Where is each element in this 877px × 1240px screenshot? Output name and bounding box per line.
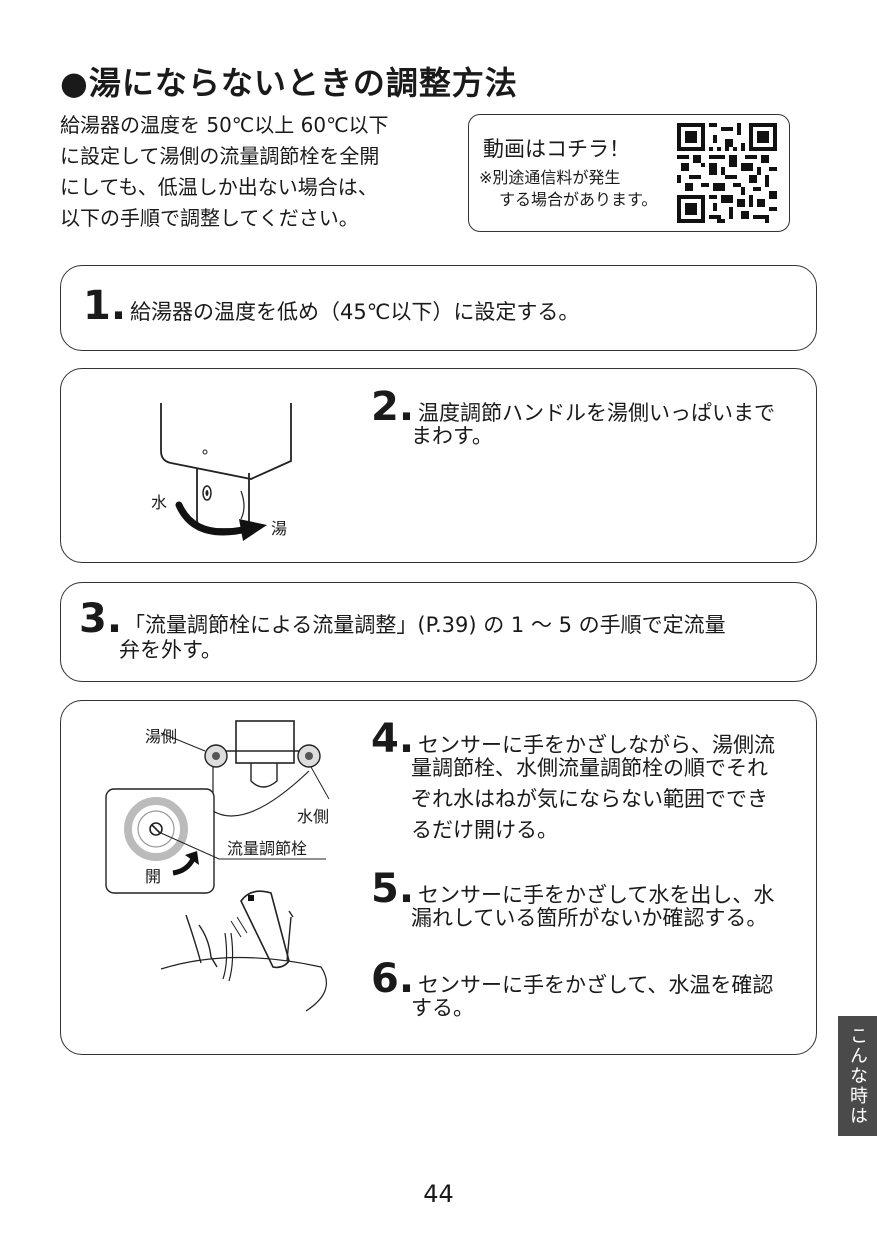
label-hot: 湯 <box>271 519 288 538</box>
intro-text: 給湯器の温度を 50℃以上 60℃以下 に設定して湯側の流量調節栓を全開 にして… <box>60 110 460 234</box>
step-text: 温度調節ハンドルを湯側いっぱいまで <box>418 401 776 425</box>
label-flow-valve: 流量調節栓 <box>227 839 308 858</box>
intro-line: に設定して湯側の流量調節栓を全開 <box>60 144 380 168</box>
step-text: ぞれ水はねが気にならない範囲ででき <box>411 787 768 811</box>
page-number: 44 <box>423 1180 454 1208</box>
label-hot-side: 湯側 <box>145 727 178 746</box>
label-open: 開 <box>145 867 162 886</box>
label-water: 水 <box>151 493 168 512</box>
faucet-handle-illustration <box>160 403 292 541</box>
valve-adjust-illustration <box>105 720 330 1012</box>
video-note-line: する場合があります。 <box>499 190 658 209</box>
step-4-box: 湯側 水側 流量調節栓 開 4. センサーに手をかざしながら、湯側流 量調節栓、… <box>60 700 817 1055</box>
step-4-line: 4. センサーに手をかざしながら、湯側流 <box>371 719 775 761</box>
intro-line: 給湯器の温度を 50℃以上 60℃以下 <box>60 113 389 137</box>
step-text: 「流量調節栓による流量調整」(P.39) の 1 ～ 5 の手順で定流量 <box>124 613 726 637</box>
step-2-line: 2. 温度調節ハンドルを湯側いっぱいまで <box>371 387 775 429</box>
section-tab[interactable]: こんな時は <box>838 1016 877 1136</box>
intro-line: にしても、低温しか出ない場合は、 <box>60 175 378 199</box>
step-text: センサーに手をかざしながら、湯側流 <box>418 733 776 757</box>
label-water-side: 水側 <box>297 807 330 826</box>
step-text: センサーに手をかざして水を出し、水 <box>418 883 775 907</box>
step-text: 漏れしている箇所がないか確認する。 <box>411 906 768 930</box>
step-number: 1. <box>83 283 127 329</box>
step-number: 4. <box>371 716 415 762</box>
step-text: まわす。 <box>411 424 493 448</box>
step-2-box: 水 湯 2. 温度調節ハンドルを湯側いっぱいまで まわす。 <box>60 368 817 563</box>
step-5-line: 5. センサーに手をかざして水を出し、水 <box>371 869 774 911</box>
step-text: 弁を外す。 <box>119 638 222 662</box>
step-text: 量調節栓、水側流量調節栓の順でそれ <box>411 756 768 780</box>
video-label: 動画はコチラ！ <box>483 137 630 161</box>
intro-line: 以下の手順で調整してください。 <box>60 206 359 230</box>
step-1-box: 1. 給湯器の温度を低め（45℃以下）に設定する。 <box>60 265 817 351</box>
step-text: 給湯器の温度を低め（45℃以下）に設定する。 <box>130 300 580 324</box>
video-note: ※別途通信料が発生 する場合があります。 <box>479 167 657 211</box>
qr-code-icon[interactable] <box>677 123 777 223</box>
step-text: する。 <box>411 996 474 1020</box>
step-number: 6. <box>371 956 415 1002</box>
video-info-box: 動画はコチラ！ ※別途通信料が発生 する場合があります。 <box>468 114 790 232</box>
step-1-line: 1. 給湯器の温度を低め（45℃以下）に設定する。 <box>83 286 579 328</box>
page-title: ●湯にならないときの調整方法 <box>60 64 518 102</box>
step-3-box: 3. 「流量調節栓による流量調整」(P.39) の 1 ～ 5 の手順で定流量 … <box>60 582 817 682</box>
step-number: 2. <box>371 384 415 430</box>
step-number: 3. <box>79 596 123 642</box>
step-number: 5. <box>371 866 415 912</box>
step-6-line: 6. センサーに手をかざして、水温を確認 <box>371 959 773 1001</box>
step-3-line: 3. 「流量調節栓による流量調整」(P.39) の 1 ～ 5 の手順で定流量 <box>79 599 726 641</box>
video-note-line: ※別途通信料が発生 <box>479 168 621 187</box>
step-text: センサーに手をかざして、水温を確認 <box>418 973 774 997</box>
step-text: るだけ開ける。 <box>411 818 558 842</box>
